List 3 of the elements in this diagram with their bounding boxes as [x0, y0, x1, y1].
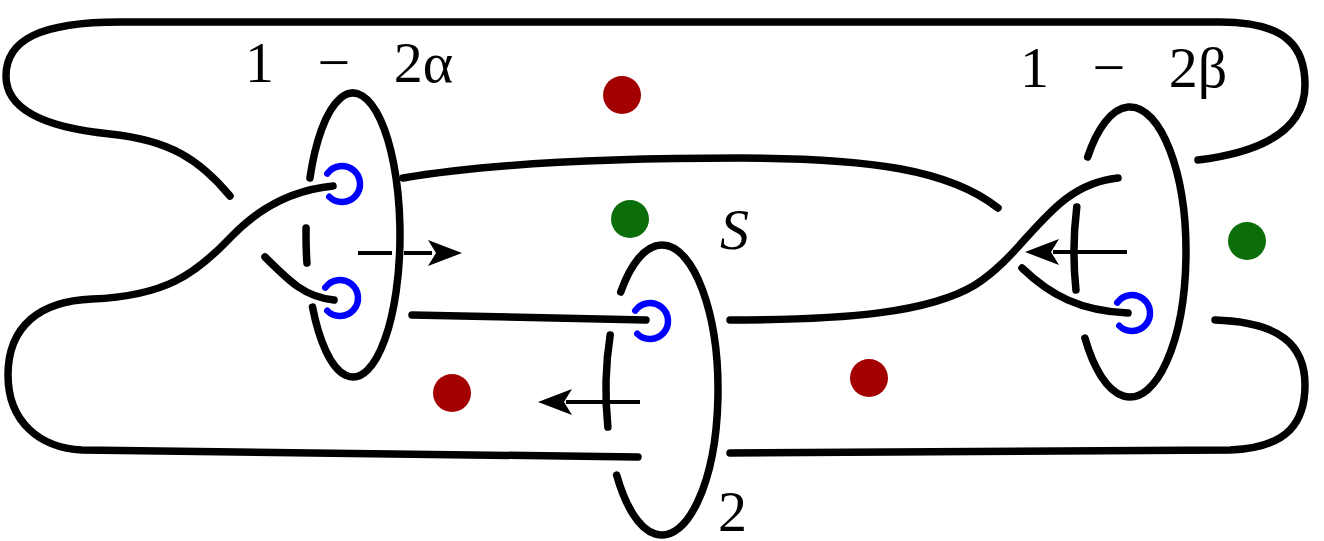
math-label: 1 − 2α: [245, 37, 454, 90]
math-label: S: [720, 204, 749, 257]
math-label: 2: [718, 486, 747, 539]
